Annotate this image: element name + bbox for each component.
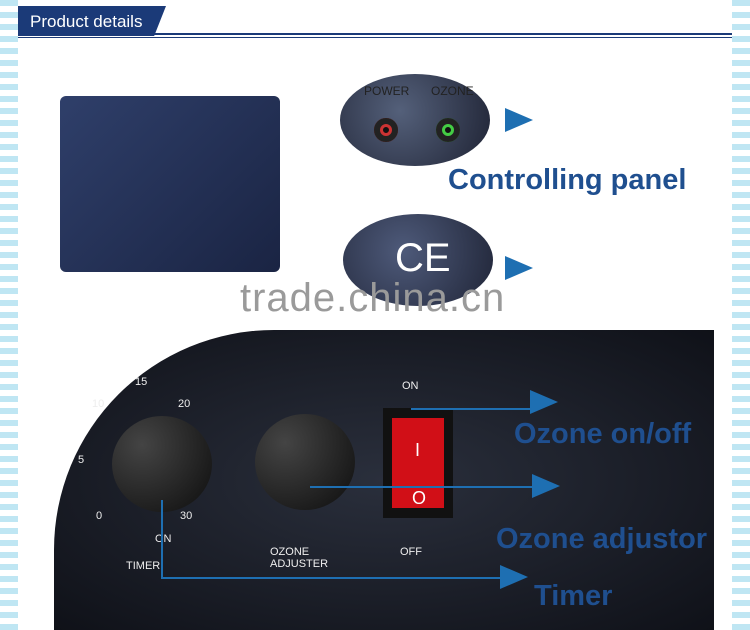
timer-scale-0: 0 xyxy=(96,510,103,522)
control-panel-zoom xyxy=(340,74,490,166)
arrow-icon xyxy=(505,108,533,132)
timer-scale-5: 5 xyxy=(78,454,85,466)
header-divider-thin xyxy=(18,37,732,38)
timer-scale-10: 10 xyxy=(92,398,105,410)
ozone-onoff-label: Ozone on/off xyxy=(514,418,692,450)
switch-off-label: OFF xyxy=(400,546,422,558)
power-indicator-icon xyxy=(374,118,398,142)
decorative-left-border xyxy=(0,0,18,630)
ce-mark-zoom xyxy=(343,214,493,306)
timer-scale-15: 15 xyxy=(135,376,148,388)
switch-on-symbol: I xyxy=(415,440,421,460)
header-title: Product details xyxy=(30,12,143,31)
ozone-generator-image xyxy=(60,96,280,272)
timer-on-label: ON xyxy=(155,533,172,545)
switch-off-symbol: O xyxy=(412,488,427,508)
product-details-header: Product details xyxy=(18,6,166,36)
arrow-icon xyxy=(505,256,533,280)
switch-on-label: ON xyxy=(402,380,419,392)
timer-caption: TIMER xyxy=(126,560,161,572)
onoff-leader xyxy=(411,408,536,410)
ozone-adjustor-label: Ozone adjustor xyxy=(496,523,708,555)
ce-mark: CE xyxy=(395,236,451,280)
timer-leader-horizontal xyxy=(161,577,501,579)
watermark-text: trade.china.cn xyxy=(240,276,506,320)
controlling-panel-label: Controlling panel xyxy=(448,164,687,196)
ozone-label: OZONE xyxy=(431,84,474,98)
arrow-icon xyxy=(532,474,560,498)
timer-scale-30: 30 xyxy=(180,510,193,522)
ozone-adjuster-dial xyxy=(255,414,355,510)
adjustor-leader xyxy=(310,486,536,488)
power-label: POWER xyxy=(364,84,410,98)
timer-label: Timer xyxy=(534,580,613,612)
ozone-indicator-icon xyxy=(436,118,460,142)
timer-leader-vertical xyxy=(161,500,163,578)
arrow-icon xyxy=(500,565,528,589)
decorative-right-border xyxy=(732,0,750,630)
ozone-adjuster-caption: OZONE ADJUSTER xyxy=(270,546,329,570)
header-divider xyxy=(18,33,732,35)
timer-dial xyxy=(112,416,212,512)
timer-scale-20: 20 xyxy=(178,398,191,410)
arrow-icon xyxy=(530,390,558,414)
switch-rocker xyxy=(392,418,444,508)
